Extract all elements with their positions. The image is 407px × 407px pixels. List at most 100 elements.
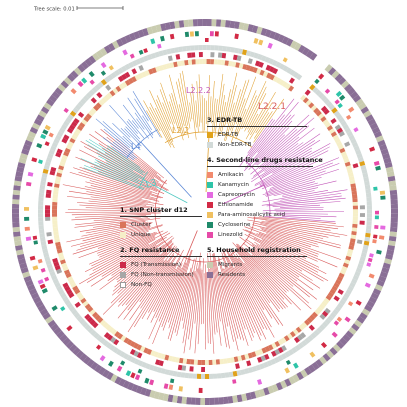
lineage-labels: L2.2.1 L2.2.2 L2.2 L4 L3 — [131, 86, 286, 191]
tree-branch — [280, 204, 320, 208]
fq-segment — [73, 117, 80, 124]
household-segment — [30, 292, 40, 300]
edr-segment — [123, 353, 129, 360]
edr-segment — [62, 295, 69, 302]
household-segment — [380, 148, 389, 156]
edr-segment — [317, 92, 325, 99]
tree-branch — [277, 214, 337, 218]
cluster-segment — [212, 359, 217, 365]
tree-branch — [258, 127, 290, 159]
drug-segment — [314, 78, 320, 85]
clade-stem — [185, 230, 198, 259]
legend-item-para-aminosalicylic-acid: Para-aminosalicylic acid — [207, 210, 313, 220]
drug-segment — [40, 133, 47, 140]
drug-segment — [39, 283, 46, 290]
drug-segment — [116, 365, 123, 372]
fq-segment — [258, 61, 264, 68]
household-segment — [186, 397, 192, 405]
edr-segment — [110, 71, 117, 79]
tree-branch — [92, 231, 168, 271]
cluster-segment — [78, 294, 85, 301]
swatch — [207, 222, 213, 228]
cluster-segment — [173, 61, 178, 68]
cluster-segment — [339, 147, 346, 154]
cluster-segment — [53, 234, 60, 240]
edr-segment — [67, 113, 74, 121]
edr-segment — [365, 228, 372, 234]
household-segment — [135, 385, 143, 394]
drug-segment — [27, 171, 34, 177]
legend-divider — [207, 256, 307, 257]
tree-branch — [259, 233, 318, 257]
cluster-segment — [164, 354, 170, 361]
cluster-segment — [63, 151, 70, 157]
edr-segment — [105, 342, 113, 349]
drug-segment — [25, 236, 32, 241]
edr-segment — [48, 267, 55, 273]
tree-branch — [247, 113, 259, 133]
fq-segment — [133, 350, 140, 357]
tree-branch — [222, 249, 267, 340]
household-segment — [236, 394, 243, 403]
edr-segment — [334, 305, 342, 313]
edr-segment — [39, 232, 45, 238]
tree-branch — [224, 264, 253, 342]
edr-segment — [44, 160, 51, 167]
cluster-segment — [206, 59, 211, 65]
drug-segment — [318, 73, 325, 80]
household-segment — [387, 244, 395, 251]
cluster-segment — [245, 64, 251, 71]
edr-segment — [97, 81, 104, 88]
tree-branch — [89, 180, 158, 200]
edr-segment — [359, 160, 366, 167]
edr-segment — [146, 54, 153, 61]
cluster-segment — [158, 65, 164, 71]
cluster-segment — [205, 359, 209, 365]
household-segment — [16, 253, 25, 260]
edr-segment — [158, 50, 164, 57]
fq-segment — [359, 213, 365, 218]
household-segment — [35, 300, 44, 308]
tree-branch — [82, 224, 150, 242]
household-segment — [284, 378, 292, 387]
edr-segment — [324, 318, 332, 325]
edr-segment — [366, 196, 372, 202]
fq-segment — [49, 170, 56, 176]
household-segment — [67, 73, 76, 82]
cluster-segment — [71, 134, 78, 141]
edr-segment — [366, 213, 372, 218]
fq-segment — [254, 60, 261, 67]
cluster-segment — [341, 266, 348, 272]
household-segment — [13, 235, 22, 242]
cluster-segment — [84, 303, 91, 310]
tree-branch — [207, 274, 212, 345]
cluster-segment — [162, 64, 168, 70]
household-segment — [43, 102, 52, 111]
lineage-label-l2-2-2: L2.2.2 — [186, 86, 211, 95]
household-segment — [243, 23, 250, 31]
edr-segment — [160, 368, 166, 375]
edr-segment — [38, 213, 44, 218]
household-segment — [183, 19, 189, 28]
edr-segment — [286, 67, 293, 74]
household-segment — [62, 337, 71, 346]
household-segment — [12, 213, 20, 219]
swatch — [120, 272, 126, 278]
household-segment — [232, 395, 238, 403]
household-segment — [92, 52, 100, 62]
drug-segment — [214, 31, 219, 37]
drug-segment — [42, 129, 49, 135]
legend-item-label: Kanamycin — [218, 182, 249, 188]
cluster-segment — [289, 331, 296, 338]
edr-segment — [366, 209, 372, 214]
cluster-segment — [244, 353, 250, 360]
cluster-segment — [59, 161, 66, 167]
tree-branch — [148, 249, 184, 313]
edr-segment — [38, 224, 44, 230]
edr-segment — [329, 312, 337, 319]
edr-segment — [352, 274, 359, 281]
cluster-segment — [251, 351, 257, 358]
cluster-segment — [56, 248, 63, 254]
cluster-segment — [247, 352, 253, 359]
tree-branch — [102, 121, 134, 149]
